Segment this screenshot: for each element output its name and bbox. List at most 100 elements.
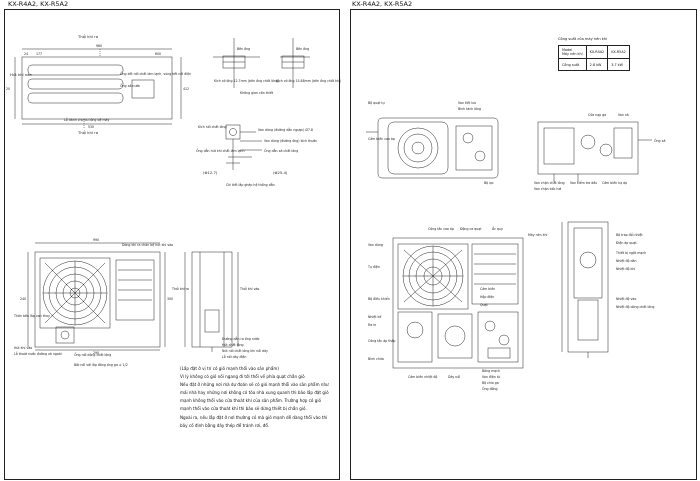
label-g: Van kiểm tra dầu (570, 180, 597, 185)
front-dim-bottom: 290 (93, 351, 99, 355)
note-paragraph-2: Nếu đặt ở những nơi mà dự đoán sẽ có gió… (180, 382, 329, 412)
top-dim-width: 960 (96, 44, 102, 48)
front-intake-label: Hút khí vào (14, 346, 32, 350)
label-i: Ống xả (654, 138, 665, 143)
capacity-table-title: Công suất của máy nén khí (558, 37, 608, 41)
valve-caption: Chi tiết lắp ghép hệ thống dẫn (226, 182, 275, 187)
front-label-9: Rơ le (368, 323, 376, 327)
front-label-5: Van dừng (368, 243, 383, 247)
front-label-13: Hộp điện (480, 295, 494, 299)
pipe-connection-label: Ống kết nối chất làm lạnh, vùng kết nối … (120, 71, 191, 76)
side-outline (191, 251, 233, 348)
top-right-outline (537, 121, 639, 175)
side-label-6: Lỗ nối dây điện (222, 354, 246, 359)
front-dim-height: 240 (20, 297, 26, 301)
pipe-detail-drawing (213, 38, 310, 88)
installation-note: (Lắp đặt ở vị trí có gió mạnh thổi vào s… (180, 365, 330, 430)
side-label-3: Đường dẫn ra ống nước (222, 336, 260, 341)
valve-size-2: (Φ25.4) (273, 170, 288, 175)
label-j: Van xả (618, 113, 629, 117)
top-dim-6: 20 (6, 87, 10, 91)
top-internal-drawing (366, 117, 499, 179)
front-label-3: Ắc quy (492, 226, 503, 231)
front-pipe-label: Ống nối dòng chất lỏng (74, 352, 111, 357)
label-c: Bình tách lỏng (458, 107, 481, 111)
side-label-1: Bộ trao đổi nhiệt (616, 232, 643, 237)
front-label-12: Cảm biến (480, 287, 495, 291)
side-view-drawing (184, 251, 239, 352)
label-k: Cửa nạp ga (588, 113, 606, 117)
label-a: Cảm biến cao áp (368, 137, 395, 141)
intake-label: Hút khí vào (10, 72, 32, 77)
front-label-19: Bộ chia ga (482, 381, 499, 385)
right-page-frame (350, 9, 697, 480)
left-page: KX-R4A2, KX-R5A2 (0, 0, 343, 481)
pipe-detail-caption: Không gian cần thiết (240, 91, 274, 95)
side-label-3: Thiết bị ngắt mạch (615, 250, 646, 255)
top-dim-4: 530 (88, 125, 94, 129)
outlet-bottom-label: Thổi khí ra (77, 130, 98, 135)
side-label-4: Nhiệt độ dàn (616, 259, 637, 263)
fin-slot-1 (27, 64, 124, 76)
front-dim-right: 300 (167, 297, 173, 301)
internal-compressor-area (397, 311, 433, 363)
side-label-5: Nút nối chất lỏng khí nối dây (222, 349, 268, 353)
label-h: Cảm biến hạ áp (602, 181, 627, 185)
valve-label-4: Ống dẫn hút khí chất làm lạnh (196, 148, 244, 153)
left-page-frame (4, 9, 340, 480)
valve-cover (55, 326, 75, 344)
side-label-4: Hút chất lỏng (222, 343, 244, 347)
front-label-2: Động cơ quạt (460, 227, 482, 231)
front-fan-label: Dòng khí ra chân bệ hút khí vào (122, 243, 173, 247)
side-label-1: Thổi khí ra (171, 286, 189, 291)
top-dim-2: 24 (24, 52, 28, 56)
valve-detail-drawing (225, 124, 262, 170)
front-label-7: Bộ điều khiển (368, 296, 390, 301)
label-f: Van chặn bốc hơi (534, 187, 561, 191)
valve-label-1: Kích nối chất lỏng (198, 125, 227, 129)
side-label-5: Nhiệt độ khí (616, 267, 635, 271)
front-label-8: Nhiệt kế (368, 315, 381, 319)
drain-label: Ống xả nước (120, 83, 140, 88)
unit-outline-top (21, 56, 173, 120)
front-label-14: Quạt (480, 303, 488, 307)
note-paragraph-3: Ngoài ra, nếu lắp đặt ở nơi thường có mà… (180, 414, 328, 428)
internal-fan-grille (397, 243, 469, 310)
top-view-drawing (14, 48, 182, 128)
front-valve-label: Bắt nối với lắp đăng ống ga ≥ 1/2 (74, 362, 128, 367)
top-dim-5: 600 (155, 52, 161, 56)
capacity-table: Model Máy nén khí KX-R4A2 KX-R5A2 Công s… (558, 45, 630, 71)
valve-label-2: Van dừng (đường dẫn ngược) Ø7.8 (258, 127, 313, 132)
front-label-6: Tụ điện (367, 265, 380, 269)
fin-slot-2 (27, 78, 124, 90)
label-e: Van chặn chất lỏng (534, 181, 565, 185)
front-dim-width: 990 (93, 238, 99, 242)
front-internal-outline (392, 237, 524, 369)
side-label-2: Thổi khí vào (239, 286, 259, 291)
top-internal-outline (377, 117, 499, 179)
note-paragraph-1: Vì lý không có gió nối ngang đi tới thổi… (180, 374, 305, 380)
insulation-label: Lỗ dành cho bu lông bệ máy (64, 117, 110, 122)
top-dim-3: 412 (183, 87, 189, 91)
cap-row-label: Công suất (558, 58, 587, 71)
left-model-title: KX-R4A2, KX-R5A2 (8, 0, 69, 8)
front-label-10: Công tắc áp thấp (368, 338, 395, 343)
fan-grille (39, 257, 111, 329)
outlet-label: Thổi khí ra (77, 34, 98, 39)
side-label-6: Nhiệt độ vào (616, 297, 636, 301)
label-fan: Bộ quạt tụ (368, 101, 385, 105)
top-dim-1: 177 (36, 52, 42, 56)
cap-value-2: 3.7 kW (607, 58, 630, 71)
front-internal-drawing (392, 237, 524, 369)
fin-slot-3 (27, 92, 124, 104)
pipe-box (131, 79, 155, 99)
pipe-size-label-1: Kích cỡ ống 12.7mm (bên ống chất lỏng) (214, 79, 279, 83)
front-label-15: Cảm biến nhiệt độ (408, 375, 437, 379)
valve-size-1: (Φ12.7) (203, 170, 218, 175)
right-drawings: Bộ quạt tụ Cảm biến cao áp Van tiết lưu … (366, 101, 665, 391)
front-label-11: Bình chứa (368, 357, 384, 361)
pipe-side-label-1: Bên ống (237, 47, 250, 51)
front-service-label: Thân bên lắp van thay (13, 313, 50, 318)
side-label-7: Nhiệt độ dòng chất lỏng (616, 305, 654, 309)
right-page: KX-R4A2, KX-R5A2 Công suất của máy nén k… (348, 0, 700, 481)
